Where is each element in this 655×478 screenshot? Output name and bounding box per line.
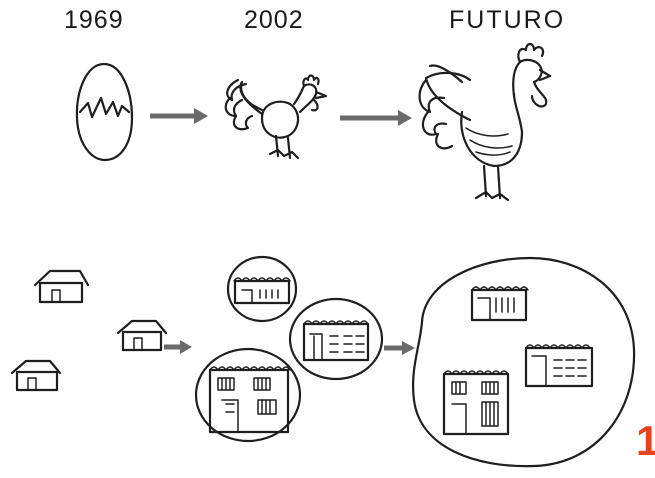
small-house-icon bbox=[116, 319, 168, 352]
small-chicken-icon bbox=[224, 74, 328, 160]
egg-icon bbox=[75, 62, 134, 162]
small-house-icon bbox=[10, 359, 62, 392]
arrow-chicken-to-rooster bbox=[340, 110, 412, 126]
arrow-buildings-to-city bbox=[384, 341, 415, 355]
year-label-futuro: FUTURO bbox=[449, 6, 566, 34]
building-cluster-2002 bbox=[194, 255, 384, 443]
rooster-icon bbox=[418, 42, 552, 202]
arrow-houses-to-buildings bbox=[164, 340, 192, 354]
arrow-egg-to-chicken bbox=[150, 108, 208, 124]
small-house-icon bbox=[33, 269, 90, 304]
city-cluster-futuro bbox=[412, 256, 636, 468]
figure-number: 1 bbox=[636, 417, 655, 464]
year-label-2002: 2002 bbox=[244, 6, 304, 34]
year-label-1969: 1969 bbox=[64, 6, 124, 34]
